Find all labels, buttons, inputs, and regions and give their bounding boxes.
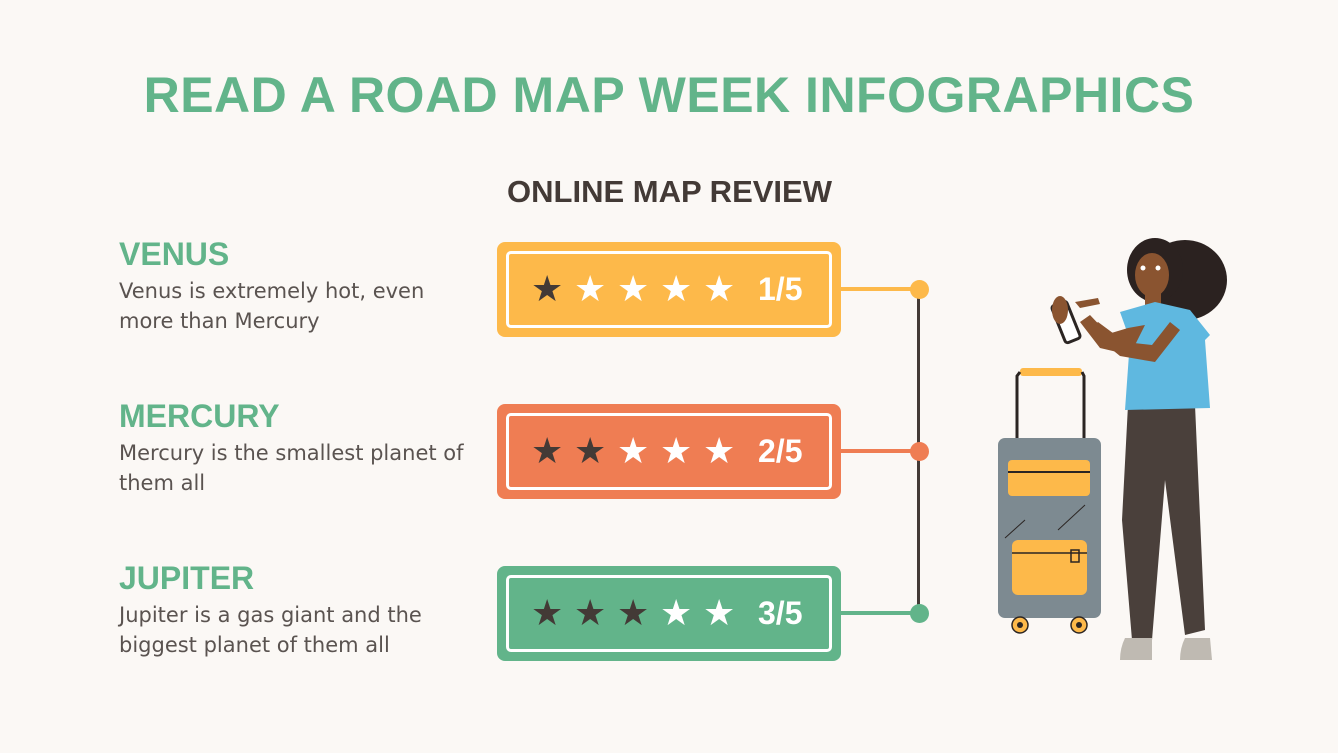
star-empty-icon: ★ — [660, 592, 693, 634]
star-empty-icon: ★ — [703, 430, 736, 472]
connector-line-venus — [841, 287, 919, 291]
star-filled-icon: ★ — [574, 592, 607, 634]
item-venus: VENUS Venus is extremely hot, even more … — [119, 236, 479, 336]
connector-dot-mercury — [910, 442, 929, 461]
star-empty-icon: ★ — [703, 268, 736, 310]
section-subtitle: ONLINE MAP REVIEW — [507, 174, 832, 209]
rating-score: 1/5 — [758, 271, 803, 307]
item-description: Mercury is the smallest planet of them a… — [119, 441, 464, 495]
rating-card-venus: ★ ★ ★ ★ ★ 1/5 — [497, 242, 841, 337]
rating-card-mercury: ★ ★ ★ ★ ★ 2/5 — [497, 404, 841, 499]
traveler-illustration — [998, 238, 1227, 660]
connector-dot-venus — [910, 280, 929, 299]
rating-score: 2/5 — [758, 433, 803, 469]
connector-line-jupiter — [841, 611, 919, 615]
item-description: Jupiter is a gas giant and the biggest p… — [119, 603, 422, 657]
star-empty-icon: ★ — [617, 268, 650, 310]
star-empty-icon: ★ — [660, 268, 693, 310]
star-filled-icon: ★ — [617, 592, 650, 634]
item-description: Venus is extremely hot, even more than M… — [119, 279, 425, 333]
item-title: JUPITER — [119, 560, 255, 596]
star-empty-icon: ★ — [617, 430, 650, 472]
star-empty-icon: ★ — [703, 592, 736, 634]
rating-score: 3/5 — [758, 595, 803, 631]
star-empty-icon: ★ — [660, 430, 693, 472]
star-filled-icon: ★ — [531, 592, 564, 634]
item-title: MERCURY — [119, 398, 280, 434]
rating-card-jupiter: ★ ★ ★ ★ ★ 3/5 — [497, 566, 841, 661]
connector-dot-jupiter — [910, 604, 929, 623]
item-mercury: MERCURY Mercury is the smallest planet o… — [119, 398, 479, 498]
star-filled-icon: ★ — [531, 430, 564, 472]
star-filled-icon: ★ — [574, 430, 607, 472]
connector-line-mercury — [841, 449, 919, 453]
item-jupiter: JUPITER Jupiter is a gas giant and the b… — [119, 560, 479, 660]
star-empty-icon: ★ — [574, 268, 607, 310]
page-title: READ A ROAD MAP WEEK INFOGRAPHICS — [143, 67, 1195, 123]
item-title: VENUS — [119, 236, 230, 272]
star-filled-icon: ★ — [531, 268, 564, 310]
